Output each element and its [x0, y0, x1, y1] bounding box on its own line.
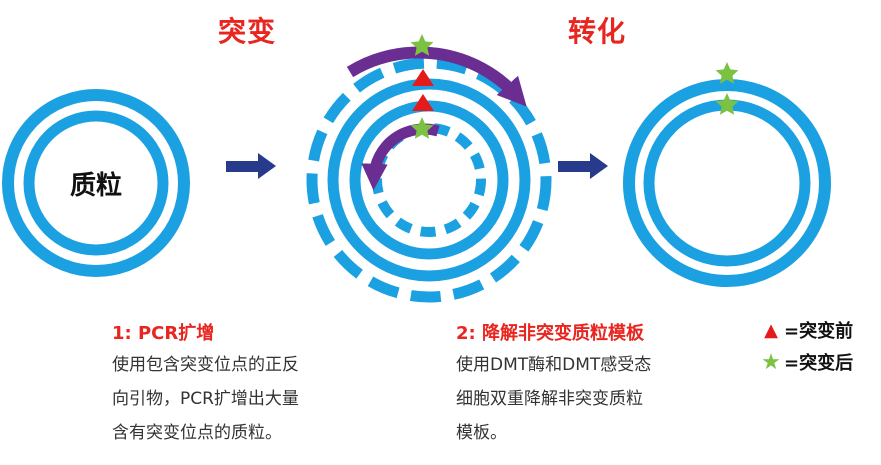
step-2-line-1: 使用DMT酶和DMT感受态 [456, 355, 652, 375]
step-2-description: 使用DMT酶和DMT感受态 细胞双重降解非突变质粒 模板。 [456, 348, 651, 450]
plasmid-label: 质粒 [69, 171, 122, 201]
star-marker-inner [410, 117, 434, 139]
legend-after-text: =突变后 [784, 353, 854, 374]
star-marker-right-outer [715, 62, 739, 84]
step-2-line-3: 模板。 [456, 423, 507, 443]
star-icon: ★ [761, 349, 781, 375]
step-1-line-3: 含有突变位点的质粒。 [112, 423, 282, 443]
triangle-marker-inner [412, 94, 434, 111]
plasmid-left [2, 89, 190, 277]
step-1-title: 1: PCR扩增 [112, 323, 215, 344]
step-2-line-2: 细胞双重降解非突变质粒 [456, 389, 643, 409]
heading-transformation: 转化 [568, 15, 627, 48]
legend-after-mutation: ★ =突变后 [760, 349, 853, 375]
triangle-icon: ▲ [764, 319, 778, 341]
step-1-line-1: 使用包含突变位点的正反 [112, 355, 299, 375]
legend-before-mutation: ▲ =突变前 [760, 317, 853, 343]
step-1-description: 使用包含突变位点的正反 向引物，PCR扩增出大量 含有突变位点的质粒。 [112, 348, 299, 450]
forward-primer-arrow [346, 46, 527, 107]
triangle-marker-outer [412, 69, 434, 86]
step-1-line-2: 向引物，PCR扩增出大量 [112, 389, 299, 409]
star-marker-right-inner [715, 93, 739, 115]
process-arrow-1 [226, 153, 276, 179]
step-2-title: 2: 降解非突变质粒模板 [456, 323, 644, 344]
process-arrow-2 [558, 153, 608, 179]
star-marker-top [410, 34, 434, 56]
plasmid-right [623, 79, 831, 287]
legend-before-text: =突变前 [784, 321, 854, 342]
heading-mutation: 突变 [218, 15, 277, 48]
